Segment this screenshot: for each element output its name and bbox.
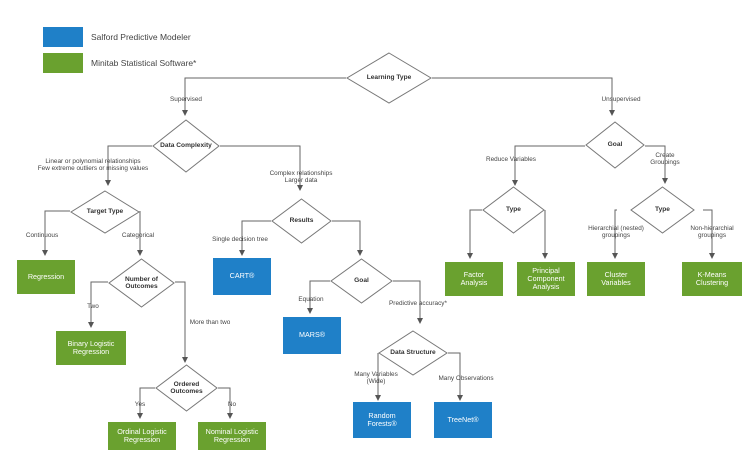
decision-label: Number of Outcomes (125, 275, 158, 290)
outcome-cart: CART® (213, 258, 271, 295)
outcome-regression: Regression (17, 260, 75, 294)
outcome-mars: MARS® (283, 317, 341, 354)
edge-label-supervised: Supervised (170, 96, 202, 103)
edge-label-many-variables: Many Variables(Wide) (354, 371, 398, 386)
edge-label-unsupervised: Unsupervised (601, 96, 641, 103)
edge-label-categorical: Categorical (121, 232, 155, 239)
decision-label: Data Complexity (160, 142, 212, 150)
decision-goal-unsupervised: Goal (585, 121, 645, 169)
legend-label-spm: Salford Predictive Modeler (91, 32, 191, 42)
legend-swatch-minitab (43, 53, 83, 73)
decision-label: Target Type (86, 208, 124, 216)
edge-label-hierarchical: Hierarchial (nested)groupings (588, 225, 644, 240)
decision-data-complexity: Data Complexity (152, 119, 220, 173)
decision-ordered-outcomes: Ordered Outcomes (155, 364, 218, 412)
legend-label-minitab: Minitab Statistical Software* (91, 58, 197, 68)
outcome-treenet: TreeNet® (434, 402, 492, 438)
legend-swatch-spm (43, 27, 83, 47)
edge-label-more-than-two: More than two (189, 319, 231, 326)
decision-label: Data Structure (390, 349, 436, 357)
decision-label: Goal (354, 277, 369, 285)
decision-type-group: Type (630, 186, 695, 234)
edge-label-continuous: Continuous (25, 232, 59, 239)
decision-label: Ordered Outcomes (170, 380, 203, 395)
decision-label: Results (289, 217, 314, 225)
decision-goal-supervised: Goal (330, 258, 393, 304)
edge-label-equation: Equation (298, 296, 324, 303)
decision-label: Type (506, 206, 521, 214)
edge-label-no: No (227, 401, 237, 408)
decision-results: Results (271, 198, 332, 244)
edge-label-yes: Yes (134, 401, 146, 408)
decision-target-type: Target Type (70, 190, 140, 234)
decision-type-reduce: Type (482, 186, 545, 234)
decision-learning-type: Learning Type (346, 52, 432, 104)
edge-label-predictive-accuracy: Predictive accuracy* (389, 300, 447, 307)
edge-label-reduce-variables: Reduce Variables (486, 156, 536, 163)
decision-label: Learning Type (366, 74, 412, 82)
decision-label: Type (655, 206, 670, 214)
edge-label-many-observations: Many Observations (438, 375, 494, 382)
decision-data-structure: Data Structure (378, 330, 448, 376)
decision-label: Goal (607, 141, 623, 149)
decision-number-of-outcomes: Number of Outcomes (108, 258, 175, 308)
edge-label-single-tree: Single decision tree (212, 236, 268, 243)
edge-label-two: Two (87, 303, 99, 310)
